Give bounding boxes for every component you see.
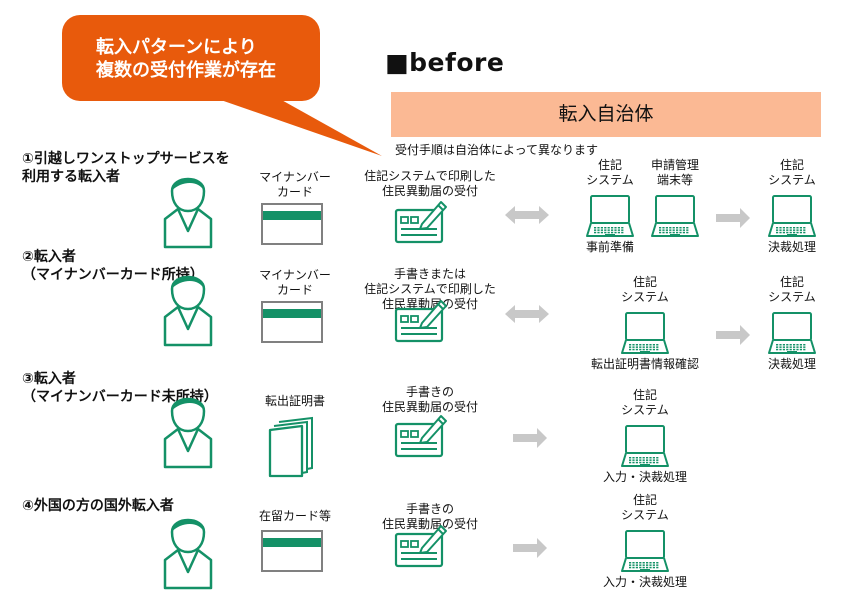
form-pen-icon <box>394 525 447 568</box>
case-label-line: ③転入者 <box>22 371 76 387</box>
laptop-icon <box>621 312 669 354</box>
form-label-line: 住民異動届の受付 <box>381 297 478 311</box>
case-label-line: ④外国の方の国外転入者 <box>22 498 174 514</box>
document-label-line: マイナンバー <box>259 170 331 184</box>
system-label: 住記システム <box>590 388 700 418</box>
form-label-line: 住民異動届の受付 <box>381 400 478 414</box>
system-label-line: 住記 <box>632 493 657 507</box>
section-title: ■before <box>385 48 505 77</box>
form-label-line: 住記システムで印刷した <box>364 282 496 296</box>
system-label-line: システム <box>621 290 669 304</box>
document-label-line: カード <box>276 185 313 199</box>
laptop-icon <box>621 530 669 572</box>
person-icon <box>163 177 213 249</box>
form-pen-icon <box>394 201 447 244</box>
system-label-line: 端末等 <box>656 173 693 187</box>
form-label-line: 手書きまたは <box>393 267 466 281</box>
form-pen-icon <box>394 415 447 458</box>
system-label-line: 申請管理 <box>650 158 699 172</box>
laptop-icon <box>768 195 816 237</box>
system-task-label: 決裁処理 <box>767 240 816 254</box>
laptop-icon <box>586 195 634 237</box>
case-label-line: 利用する転入者 <box>22 169 120 185</box>
case-label: ①引越しワンストップサービスを 利用する転入者 <box>22 150 230 186</box>
person-icon <box>163 518 213 590</box>
system-label: 住記システム <box>555 158 665 188</box>
system-label: 住記システム <box>737 158 845 188</box>
person-icon <box>163 275 213 347</box>
case-label-line: （マイナンバーカード所持） <box>22 267 204 283</box>
document-label: 転出証明書 <box>240 394 350 409</box>
card-icon <box>261 301 323 343</box>
case-label-line: （マイナンバーカード未所持） <box>22 389 218 405</box>
forward-arrow-icon <box>716 208 750 228</box>
forward-arrow-icon <box>716 325 750 345</box>
system-task-label: 入力・決裁処理 <box>602 575 687 589</box>
form-label: 住記システムで印刷した住民異動届の受付 <box>340 169 520 199</box>
system-task-label: 決裁処理 <box>767 357 816 371</box>
case-label: ③転入者 （マイナンバーカード未所持） <box>22 370 218 406</box>
system-label-line: システム <box>768 173 816 187</box>
municipality-header: 転入自治体 <box>558 103 654 125</box>
form-pen-icon <box>394 300 447 343</box>
case-label: ②転入者 （マイナンバーカード所持） <box>22 248 204 284</box>
system-label-line: 住記 <box>632 275 657 289</box>
laptop-icon <box>621 425 669 467</box>
document-label-line: 在留カード等 <box>258 509 331 523</box>
system-label-line: 住記 <box>632 388 657 402</box>
document-label-line: カード <box>276 283 313 297</box>
document-label: マイナンバーカード <box>240 170 350 200</box>
card-icon <box>261 203 323 245</box>
document-label-line: マイナンバー <box>259 268 331 282</box>
system-label-line: システム <box>586 173 634 187</box>
forward-arrow-icon <box>513 428 547 448</box>
callout-bubble <box>62 15 320 101</box>
system-label: 申請管理端末等 <box>620 158 730 188</box>
document-label: 在留カード等 <box>240 509 350 524</box>
system-label: 住記システム <box>737 275 845 305</box>
callout-text: 転入パターンにより 複数の受付作業が存在 <box>96 36 276 82</box>
procedure-note: 受付手順は自治体によって異なります <box>395 143 599 157</box>
form-label: 手書きの住民異動届の受付 <box>340 385 520 415</box>
form-label-line: 住民異動届の受付 <box>381 517 478 531</box>
system-task-label: 転出証明書情報確認 <box>590 357 699 371</box>
document-label-line: 転出証明書 <box>264 394 325 408</box>
system-label-line: システム <box>768 290 816 304</box>
bidirectional-arrow-icon <box>505 206 549 224</box>
case-label-line: ①引越しワンストップサービスを <box>22 151 230 167</box>
system-label: 住記システム <box>590 493 700 523</box>
bidirectional-arrow-icon <box>505 305 549 323</box>
callout-line-2: 複数の受付作業が存在 <box>96 60 276 81</box>
form-label-line: 住民異動届の受付 <box>381 184 478 198</box>
municipality-header-bar <box>391 92 821 137</box>
system-label-line: 住記 <box>779 158 804 172</box>
system-task-label: 事前準備 <box>585 240 634 254</box>
form-label-line: 手書きの <box>405 502 454 516</box>
system-label: 住記システム <box>590 275 700 305</box>
form-label: 手書きの住民異動届の受付 <box>340 502 520 532</box>
form-label-line: 住記システムで印刷した <box>364 169 496 183</box>
system-label-line: 住記 <box>779 275 804 289</box>
form-label-line: 手書きの <box>405 385 454 399</box>
form-label: 手書きまたは住記システムで印刷した住民異動届の受付 <box>340 267 520 312</box>
document-label: マイナンバーカード <box>240 268 350 298</box>
forward-arrow-icon <box>513 538 547 558</box>
person-icon <box>163 397 213 469</box>
case-label-line: ②転入者 <box>22 249 76 265</box>
system-label-line: システム <box>621 403 669 417</box>
case-label: ④外国の方の国外転入者 <box>22 497 174 515</box>
card-icon <box>261 530 323 572</box>
system-label-line: システム <box>621 508 669 522</box>
document-stack-icon <box>268 416 313 478</box>
system-label-line: 住記 <box>597 158 622 172</box>
laptop-icon <box>651 195 699 237</box>
laptop-icon <box>768 312 816 354</box>
system-task-label: 入力・決裁処理 <box>602 470 687 484</box>
callout-line-1: 転入パターンにより <box>96 37 257 58</box>
